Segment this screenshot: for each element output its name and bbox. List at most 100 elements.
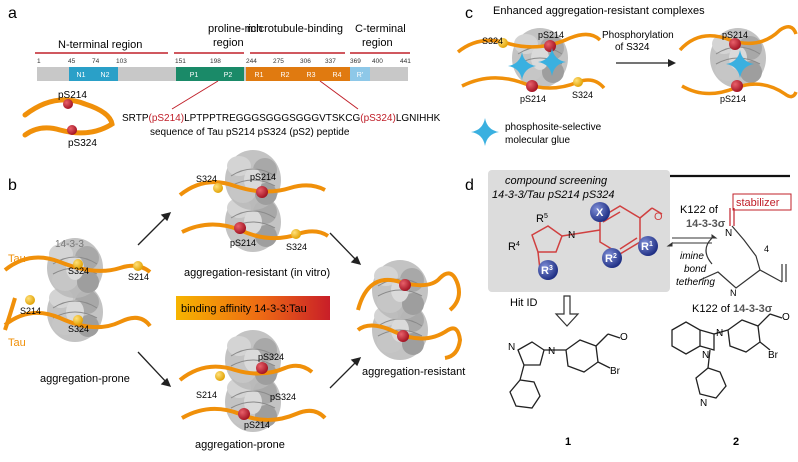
microtubule-label: microtubule-binding: [247, 23, 343, 35]
domain-r4: [324, 67, 350, 81]
b-top-ps214-1: pS214: [250, 172, 276, 182]
complex-before: S324 pS214 pS214 S324: [456, 27, 606, 104]
n-terminal-label: N-terminal region: [58, 39, 142, 51]
c-after-ps214-bottom: pS214: [720, 94, 746, 104]
atom-r2: R2: [605, 253, 617, 265]
domain-r2: [272, 67, 299, 81]
hit-id-label: Hit ID: [510, 297, 538, 309]
domain-r4-label: R4: [333, 72, 342, 79]
glue-legend: phosphosite-selective molecular glue: [471, 118, 602, 146]
tick-labels: 1 45 74 103 151 198 244 275 306 337 369 …: [37, 58, 411, 65]
c2-br: Br: [768, 350, 779, 361]
domain-r3-label: R3: [307, 72, 316, 79]
panel-c-letter: c: [465, 5, 473, 22]
lysine-nh: N: [730, 288, 737, 298]
complex-after: pS214 pS214: [678, 25, 798, 104]
panel-c-title: Enhanced aggregation-resistant complexes: [493, 5, 705, 17]
domain-r1-label: R1: [255, 72, 264, 79]
proline-rich-label-2: region: [213, 37, 244, 49]
domain-p2: [212, 67, 244, 81]
imine-label-3: tethering: [676, 277, 715, 288]
c-s324-top: S324: [482, 36, 503, 46]
domain-n2: [93, 67, 118, 81]
c1-br: Br: [610, 366, 621, 377]
atom-x: X: [596, 207, 604, 219]
legend-line-1: phosphosite-selective: [505, 122, 602, 133]
k122-top-2: 14-3-3σ: [686, 218, 726, 230]
domain-rprime-label: R': [357, 72, 363, 79]
domain-p2-label: P2: [224, 72, 233, 79]
b-bot-s214: S214: [196, 390, 217, 400]
tick-244: 244: [246, 58, 257, 65]
b-1433-label: 14-3-3: [55, 239, 84, 250]
scaffold-nitrogen: N: [568, 230, 575, 241]
panel-c: c Enhanced aggregation-resistant complex…: [456, 5, 798, 146]
b-top-caption: aggregation-resistant (in vitro): [184, 267, 330, 279]
site-pointers: [171, 80, 359, 110]
c-s324-bottom: S324: [572, 90, 593, 100]
b-top-s324-2: S324: [286, 242, 307, 252]
b-bot-ps324-1: pS324: [258, 352, 284, 362]
affinity-bar: binding affinity 14-3-3:Tau: [176, 296, 330, 320]
domain-rprime: [350, 67, 370, 81]
b-left-s214-right: S214: [128, 272, 149, 282]
c2-o: O: [782, 312, 790, 323]
complex-right: aggregation-resistant: [356, 259, 465, 378]
domain-n1-label: N1: [77, 72, 86, 79]
screen-box: [488, 170, 670, 292]
c-ps214-top: pS214: [538, 30, 564, 40]
c2-n2: N: [702, 350, 709, 361]
compound-1-structure: [509, 333, 621, 409]
tick-400: 400: [372, 58, 383, 65]
c-after-ps214-top: pS214: [722, 30, 748, 40]
b-bot-ps214: pS214: [244, 420, 270, 430]
panel-a-letter: a: [8, 5, 17, 22]
screen-line-2: 14-3-3/Tau pS214 pS324: [492, 189, 615, 201]
domain-n1: [69, 67, 93, 81]
c-ps214-bottom: pS214: [520, 94, 546, 104]
complex-left: 14-3-3 Tau Tau S324 S214 S214 S324 aggre…: [3, 237, 152, 385]
equilibrium-arrows: [666, 234, 718, 247]
compound-2-structure: [671, 313, 783, 399]
tick-369: 369: [350, 58, 361, 65]
complex-bottom: S214 pS324 pS324 pS214 aggregation-prone: [178, 329, 327, 451]
panel-a: a N-terminal region proline-rich region …: [8, 5, 441, 149]
tick-45: 45: [68, 58, 76, 65]
tick-1: 1: [37, 58, 41, 65]
tick-103: 103: [116, 58, 127, 65]
b-arrows: [137, 212, 362, 389]
scaffold-oxygen: O: [654, 211, 663, 223]
peptide-ps214-label: pS214: [58, 90, 87, 101]
lysine-subscript: 4: [764, 244, 769, 254]
screen-line-1: compound screening: [505, 175, 608, 187]
b-left-caption: aggregation-prone: [40, 373, 130, 385]
domain-p1-label: P1: [190, 72, 199, 79]
domain-bar: N1 N2 P1 P2 R1 R2 R3 R4 R': [37, 67, 408, 81]
domain-r2-label: R2: [281, 72, 290, 79]
b-left-s324-top: S324: [68, 266, 89, 276]
hit-id-arrow: [554, 295, 580, 327]
lysine-chain: [699, 208, 787, 289]
tick-337: 337: [325, 58, 336, 65]
tick-198: 198: [210, 58, 221, 65]
panel-d-letter: d: [465, 177, 474, 194]
sequence-caption: sequence of Tau pS214 pS324 (pS2) peptid…: [150, 127, 350, 138]
domain-r3: [299, 67, 324, 81]
tick-275: 275: [273, 58, 284, 65]
lysine-n: N: [725, 228, 732, 239]
complex-top: S324 pS214 pS214 S324 aggregation-resist…: [178, 149, 330, 279]
stabilizer-box: [732, 193, 792, 211]
b-left-s214-left: S214: [20, 306, 41, 316]
b-left-s324-bottom: S324: [68, 324, 89, 334]
panel-b-letter: b: [8, 177, 17, 194]
imine-label-2: bond: [684, 264, 707, 275]
affinity-label: binding affinity 14-3-3:Tau: [181, 303, 307, 315]
b-right-caption: aggregation-resistant: [362, 366, 465, 378]
phosphorylation-arrow: Phosphorylation of S324: [602, 30, 676, 67]
atom-r4: R4: [508, 241, 520, 253]
atom-r3: R3: [541, 265, 553, 277]
c1-o: O: [620, 332, 628, 343]
domain-r1: [246, 67, 272, 81]
compound-2-label: 2: [733, 436, 739, 448]
atom-r1: R1: [641, 241, 653, 253]
